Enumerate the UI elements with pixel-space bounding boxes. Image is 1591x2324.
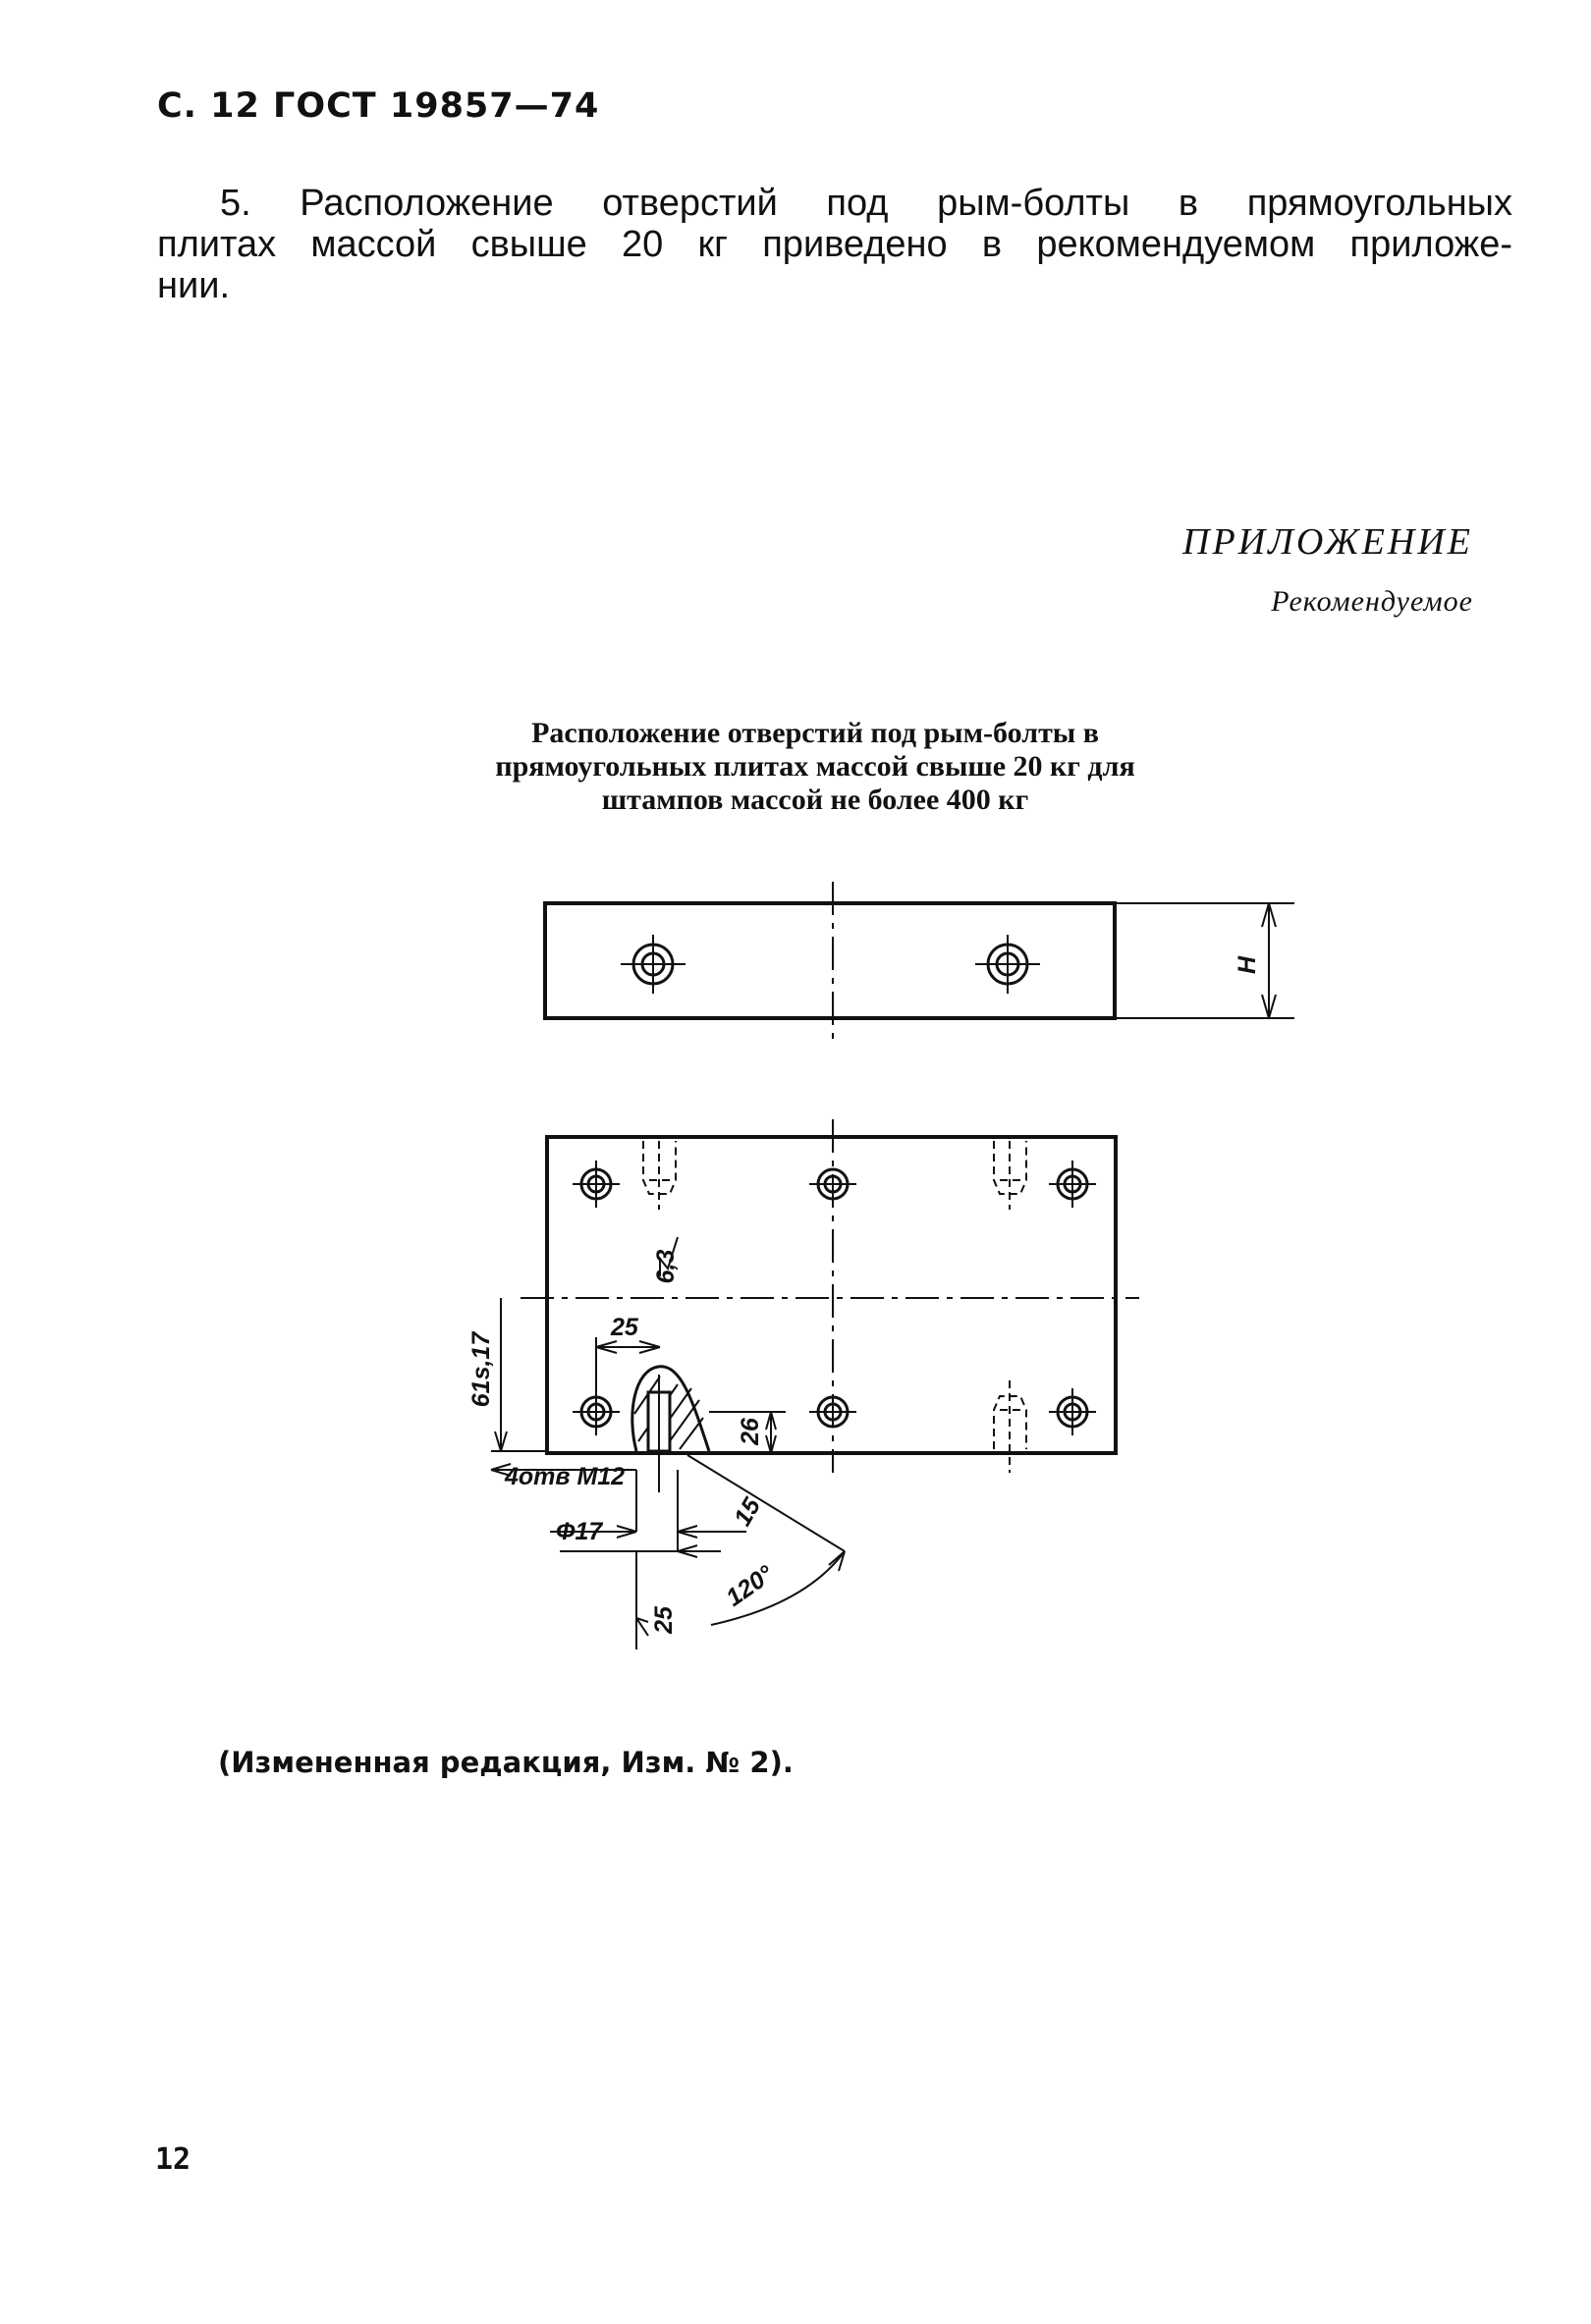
dim-25-bottom-label: 25	[650, 1605, 678, 1635]
revision-note: (Измененная редакция, Изм. № 2).	[218, 1746, 794, 1779]
plan-view	[521, 1119, 1139, 1492]
front-view	[543, 882, 1294, 1043]
paragraph-line-1: 5. Расположение отверстий под рым-болты …	[220, 183, 1512, 224]
appendix-heading: ПРИЛОЖЕНИЕ Рекомендуемое	[1182, 520, 1473, 619]
caption-line-1: Расположение отверстий под рым-болты в	[531, 717, 1099, 749]
paragraph-line-2: плитах массой свыше 20 кг приведено в ре…	[157, 224, 1512, 265]
page-number: 12	[155, 2142, 192, 2177]
figure-caption: Расположение отверстий под рым-болты в п…	[412, 717, 1218, 817]
page-header: С. 12 ГОСТ 19857—74	[157, 86, 600, 126]
dim-h-label: H	[1234, 955, 1261, 974]
appendix-subtitle: Рекомендуемое	[1271, 585, 1473, 618]
section-detail	[631, 1365, 711, 1492]
hidden-hole-bottom-right	[993, 1380, 1027, 1473]
dim-phi17-label: Ф17	[556, 1518, 603, 1545]
body-paragraph: 5. Расположение отверстий под рым-болты …	[157, 183, 1512, 306]
plan-hole-bottom-right	[1049, 1388, 1096, 1435]
plan-hole-bottom-center	[809, 1395, 856, 1429]
dim-side-label: 61s,17	[467, 1331, 495, 1408]
front-bolt-hole-left	[621, 935, 686, 994]
dimension-lines	[490, 1236, 846, 1649]
paragraph-line-3: нии.	[157, 265, 230, 306]
caption-line-2: прямоугольных плитах массой свыше 20 кг …	[495, 750, 1135, 783]
front-bolt-hole-right	[975, 935, 1040, 994]
dim-26-label: 26	[737, 1417, 764, 1446]
dim-15-label: 15	[729, 1492, 767, 1531]
dim-holes-label: 4отв M12	[504, 1463, 625, 1490]
dim-angle-label: 120°	[721, 1560, 779, 1612]
dim-25-top-label: 25	[610, 1314, 639, 1341]
hidden-hole-top-right	[993, 1141, 1027, 1210]
height-dimension	[1115, 902, 1294, 1019]
dim-roughness-label: 6,3	[652, 1250, 680, 1284]
plan-hole-top-right	[1049, 1161, 1096, 1208]
plan-hole-top-left	[573, 1161, 620, 1208]
hidden-hole-top-left	[642, 1141, 677, 1210]
caption-line-3: штампов массой не более 400 кг	[601, 784, 1029, 816]
appendix-title: ПРИЛОЖЕНИЕ	[1182, 521, 1473, 563]
plan-hole-top-center	[809, 1167, 856, 1201]
